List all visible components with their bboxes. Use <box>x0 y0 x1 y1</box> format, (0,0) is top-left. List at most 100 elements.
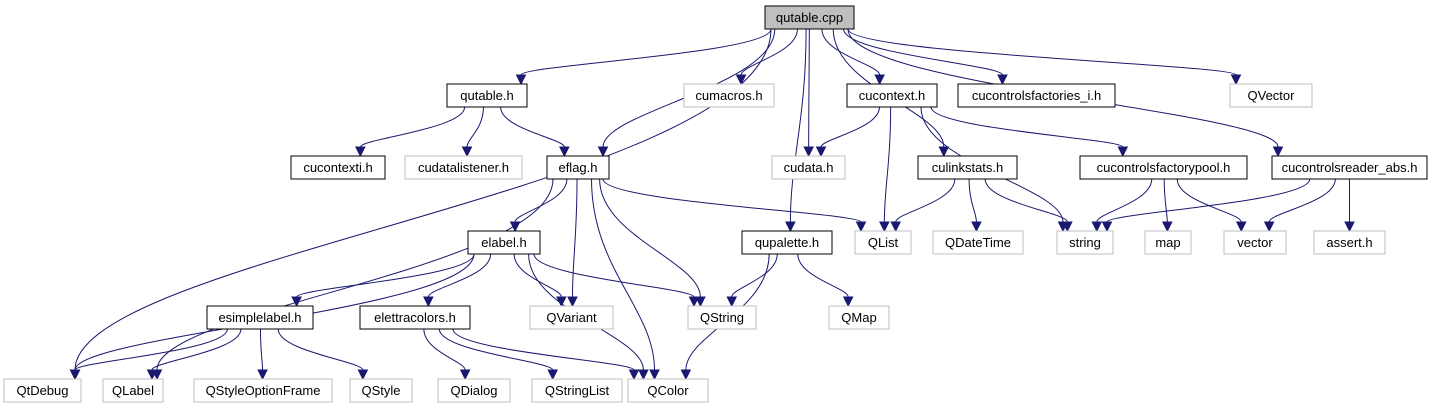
node-label: QString <box>700 310 744 325</box>
node-box <box>627 378 709 403</box>
node-box <box>1271 155 1428 180</box>
node-box <box>359 305 471 330</box>
nodes-layer: qutable.cpp qutable.h cumacros.h cucontext.… <box>3 5 1428 403</box>
node-qutable-cpp[interactable]: qutable.cpp <box>764 5 855 30</box>
edge-qupalette-h-to-qstring <box>726 253 778 308</box>
node-box <box>687 305 757 330</box>
node-label: QStyle <box>361 383 400 398</box>
node-label: qutable.h <box>460 88 514 103</box>
node-qupalette-h[interactable]: qupalette.h <box>741 230 833 255</box>
node-box <box>206 305 314 330</box>
edge-eflag-h-to-qstring <box>599 178 706 308</box>
node-assert-h: assert.h <box>1313 230 1386 255</box>
node-qvector: QVector <box>1229 83 1313 108</box>
node-label: culinkstats.h <box>932 160 1004 175</box>
node-elettracolors-h[interactable]: elettracolors.h <box>359 305 471 330</box>
edge-esimplelabel-h-to-qlabel <box>146 328 242 381</box>
edge-cucontext-h-to-cudata-h <box>815 106 880 158</box>
node-box <box>771 155 846 180</box>
node-cucontexti-h[interactable]: cucontexti.h <box>290 155 386 180</box>
node-label: QDateTime <box>945 235 1011 250</box>
edge-qutable-h-to-cucontexti-h <box>355 106 466 158</box>
node-label: QColor <box>647 383 689 398</box>
edge-cucontext-h-to-qlist <box>879 106 892 233</box>
edge-elabel-h-to-elettracolors-h <box>423 253 492 308</box>
edge-cucontrolsfactorypool-h-to-string <box>1091 178 1153 233</box>
node-culinkstats-h[interactable]: culinkstats.h <box>917 155 1018 180</box>
node-box <box>828 305 890 330</box>
edge-elettracolors-h-to-qdialog <box>423 328 471 381</box>
edge-esimplelabel-h-to-qstyleoptionframe <box>257 328 268 381</box>
edge-eflag-h-to-qlabel <box>151 178 554 381</box>
edge-qutable-cpp-to-qutable-h <box>515 28 772 86</box>
node-string: string <box>1056 230 1114 255</box>
edge-eflag-h-to-qlist <box>602 178 867 233</box>
node-label: QMap <box>841 310 876 325</box>
node-box <box>531 378 623 403</box>
node-qdatetime: QDateTime <box>932 230 1024 255</box>
node-box <box>349 378 413 403</box>
node-box <box>446 83 528 108</box>
node-box <box>1313 230 1386 255</box>
edge-cucontrolsreader-abs-h-to-vector <box>1263 178 1336 233</box>
node-cucontext-h[interactable]: cucontext.h <box>846 83 938 108</box>
node-label: QStyleOptionFrame <box>206 383 321 398</box>
node-label: vector <box>1237 235 1273 250</box>
node-qlabel: QLabel <box>102 378 164 403</box>
node-label: QLabel <box>112 383 154 398</box>
node-label: qupalette.h <box>755 235 819 250</box>
edge-eflag-h-to-qcolor <box>591 178 660 381</box>
node-label: map <box>1155 235 1180 250</box>
node-qstyleoptionframe: QStyleOptionFrame <box>193 378 333 403</box>
node-label: eflag.h <box>558 160 597 175</box>
node-label: QVariant <box>546 310 597 325</box>
node-qstringlist: QStringList <box>531 378 623 403</box>
node-label: cudatalistener.h <box>418 160 509 175</box>
node-box <box>1056 230 1114 255</box>
edge-esimplelabel-h-to-qtdebug <box>69 328 228 381</box>
edge-elabel-h-to-esimplelabel-h <box>291 253 475 308</box>
node-label: QVector <box>1248 88 1296 103</box>
node-cucontrolsfactories-i-h[interactable]: cucontrolsfactories_i.h <box>957 83 1116 108</box>
node-qmap: QMap <box>828 305 890 330</box>
node-box <box>102 378 164 403</box>
edge-cucontrolsfactorypool-h-to-map <box>1162 178 1173 233</box>
node-box <box>846 83 938 108</box>
node-box <box>957 83 1116 108</box>
node-qstring: QString <box>687 305 757 330</box>
edge-cucontext-h-to-cucontrolsfactorypool-h <box>930 106 1129 158</box>
node-label: cudata.h <box>784 160 834 175</box>
node-esimplelabel-h[interactable]: esimplelabel.h <box>206 305 314 330</box>
node-elabel-h[interactable]: elabel.h <box>467 230 541 255</box>
node-cumacros-h: cumacros.h <box>683 83 775 108</box>
node-vector: vector <box>1223 230 1287 255</box>
node-label: cumacros.h <box>695 88 762 103</box>
edge-esimplelabel-h-to-qstyle <box>277 328 369 381</box>
node-box <box>3 378 82 403</box>
node-box <box>854 230 912 255</box>
edge-cucontrolsreader-abs-h-to-string <box>1101 178 1311 233</box>
node-box <box>683 83 775 108</box>
node-qlist: QList <box>854 230 912 255</box>
edge-culinkstats-h-to-qdatetime <box>968 178 982 233</box>
node-label: cucontrolsfactorypool.h <box>1097 160 1231 175</box>
node-qutable-h[interactable]: qutable.h <box>446 83 528 108</box>
node-box <box>917 155 1018 180</box>
node-box <box>437 378 511 403</box>
node-eflag-h[interactable]: eflag.h <box>546 155 610 180</box>
node-cucontrolsreader-abs-h[interactable]: cucontrolsreader_abs.h <box>1271 155 1428 180</box>
node-cudatalistener-h: cudatalistener.h <box>404 155 523 180</box>
node-cucontrolsfactorypool-h[interactable]: cucontrolsfactorypool.h <box>1079 155 1248 180</box>
node-cudata-h: cudata.h <box>771 155 846 180</box>
edge-qutable-cpp-to-qupalette-h <box>785 28 807 233</box>
node-label: elettracolors.h <box>374 310 456 325</box>
node-label: QtDebug <box>16 383 68 398</box>
node-box <box>932 230 1024 255</box>
node-label: cucontrolsreader_abs.h <box>1282 160 1418 175</box>
edge-culinkstats-h-to-qlist <box>890 178 956 233</box>
node-qcolor: QColor <box>627 378 709 403</box>
node-label: elabel.h <box>481 235 527 250</box>
node-box <box>467 230 541 255</box>
